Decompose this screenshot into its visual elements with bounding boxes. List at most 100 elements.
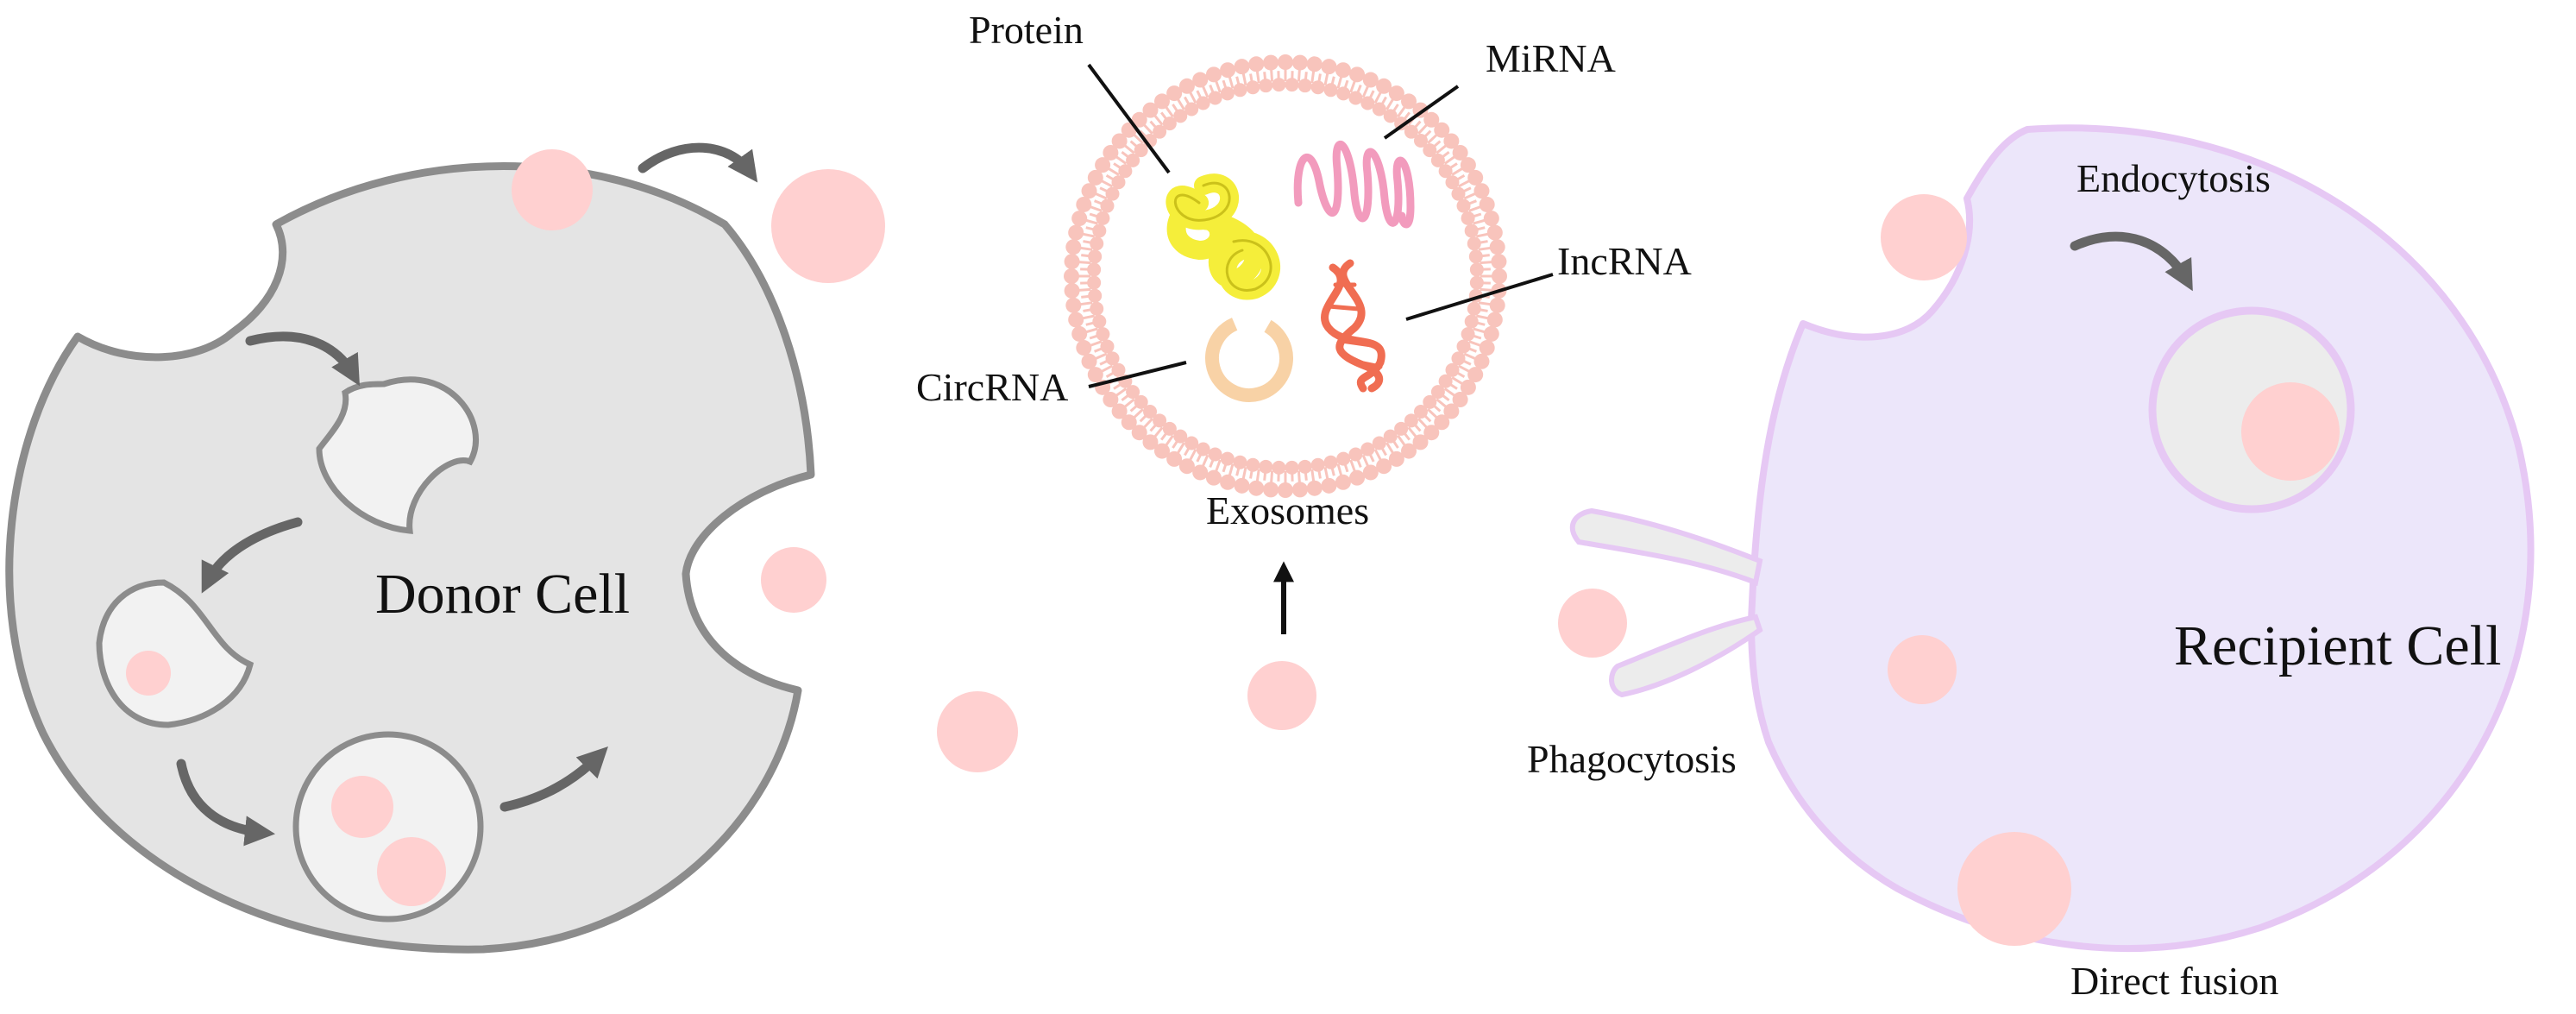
lipid-head-inner	[1197, 97, 1210, 110]
lipid-head-outer	[1220, 62, 1235, 78]
pseudopod-upper	[1573, 511, 1760, 583]
lipid-tail-outer	[1436, 146, 1446, 154]
lipid-head-inner	[1457, 339, 1471, 353]
lipid-tail-outer	[1459, 366, 1469, 371]
lipid-head-inner	[1451, 187, 1465, 201]
lipid-tail-inner	[1477, 323, 1485, 324]
lipid-tail-inner	[1415, 122, 1420, 128]
lipid-tail-outer	[1476, 316, 1488, 318]
lipid-tail-inner	[1184, 449, 1188, 456]
circrna-leader	[1089, 362, 1186, 387]
lipid-tail-outer	[1257, 71, 1259, 83]
lipid-tail-outer	[1480, 289, 1492, 290]
protein-label: Protein	[969, 8, 1084, 52]
lipid-tail-inner	[1345, 464, 1348, 472]
lipid-tail-outer	[1398, 107, 1404, 117]
lipid-tail-outer	[1083, 316, 1095, 318]
lipid-tail-inner	[1394, 104, 1398, 111]
lipid-tail-inner	[1210, 85, 1213, 92]
lipid-head-inner	[1360, 442, 1374, 456]
lncrna-icon	[1325, 263, 1382, 388]
lipid-tail-outer	[1351, 81, 1355, 92]
lipid-tail-outer	[1479, 303, 1491, 305]
lipid-tail-outer	[1459, 181, 1469, 186]
lipid-head-outer	[1206, 470, 1222, 486]
lipid-head-outer	[1082, 183, 1097, 198]
lipid-head-inner	[1285, 461, 1299, 475]
lipid-tail-outer	[1229, 464, 1233, 476]
lipid-tail-inner	[1161, 112, 1165, 118]
lipid-tail-inner	[1090, 336, 1097, 338]
lipid-tail-outer	[1386, 443, 1392, 453]
lipid-tail-outer	[1090, 207, 1102, 211]
exosomes-label: Exosomes	[1206, 488, 1369, 532]
lipid-head-inner	[1233, 456, 1247, 469]
lipid-tail-outer	[1363, 86, 1368, 98]
lipid-head-outer	[1349, 470, 1365, 486]
lipid-tail-inner	[1223, 80, 1226, 88]
lipid-head-inner	[1461, 327, 1475, 341]
lipid-tail-outer	[1312, 71, 1314, 83]
lipid-head-inner	[1461, 211, 1475, 225]
lipid-tail-outer	[1102, 366, 1112, 371]
lipid-head-inner	[1096, 327, 1109, 341]
lipid-tail-outer	[1476, 234, 1488, 236]
lipid-tail-outer	[1418, 125, 1427, 134]
lipid-tail-outer	[1216, 460, 1221, 471]
lipid-tail-outer	[1090, 342, 1102, 346]
recipient-cell-label: Recipient Cell	[2174, 614, 2501, 677]
lipid-head-inner	[1092, 224, 1106, 237]
lipid-head-outer	[1068, 312, 1084, 327]
lipid-tail-outer	[1134, 409, 1143, 418]
protein-icon	[1175, 183, 1271, 290]
lipid-tail-outer	[1125, 146, 1134, 154]
lipid-tail-outer	[1203, 86, 1208, 98]
lipid-tail-inner	[1095, 349, 1102, 351]
lipid-tail-outer	[1155, 116, 1163, 125]
lipid-head-outer	[1363, 464, 1379, 480]
lipid-tail-inner	[1131, 142, 1137, 147]
lipid-tail-outer	[1178, 99, 1184, 110]
lipid-tail-outer	[1452, 168, 1462, 174]
lipid-head-outer	[1065, 239, 1081, 255]
lipid-head-inner	[1259, 79, 1272, 92]
lipid-head-inner	[1096, 211, 1109, 225]
lipid-head-outer	[1088, 367, 1103, 382]
lipid-head-inner	[1087, 276, 1101, 290]
lipid-head-outer	[1480, 197, 1495, 212]
lipid-tail-inner	[1370, 455, 1373, 462]
lipid-tail-inner	[1450, 163, 1457, 167]
lipid-tail-inner	[1265, 72, 1266, 79]
lipid-head-inner	[1090, 236, 1103, 250]
lipid-tail-inner	[1090, 214, 1097, 217]
lipid-tail-inner	[1251, 471, 1253, 479]
lipid-tail-inner	[1482, 255, 1490, 256]
lipid-head-outer	[1321, 59, 1336, 74]
lipid-tail-inner	[1095, 201, 1102, 204]
lipid-tail-outer	[1469, 342, 1480, 346]
lipid-tail-inner	[1477, 228, 1485, 230]
lipid-head-outer	[1335, 62, 1351, 78]
lipid-head-inner	[1348, 91, 1362, 104]
lipid-tail-outer	[1338, 464, 1341, 476]
lipid-tail-outer	[1351, 460, 1355, 471]
lipid-tail-outer	[1116, 157, 1126, 164]
lipid-tail-inner	[1442, 395, 1448, 400]
lipid-head-outer	[1363, 72, 1379, 88]
lipid-tail-inner	[1081, 296, 1089, 297]
lipid-tail-outer	[1257, 469, 1259, 482]
lipid-tail-inner	[1394, 441, 1398, 448]
lipid-head-outer	[1484, 326, 1499, 342]
lipid-tail-outer	[1191, 450, 1196, 460]
phagocytosis-label: Phagocytosis	[1527, 737, 1737, 781]
lipid-tail-inner	[1083, 242, 1090, 243]
lipid-tail-inner	[1332, 77, 1334, 85]
lipid-tail-inner	[1265, 473, 1266, 481]
recipient-cell-body	[1751, 128, 2531, 948]
fusing-exosome	[1957, 832, 2071, 946]
lipid-tail-outer	[1409, 427, 1417, 437]
lipid-tail-outer	[1096, 354, 1107, 359]
lipid-tail-outer	[1428, 409, 1436, 418]
lipid-head-inner	[1311, 80, 1325, 94]
circrna-icon	[1198, 307, 1299, 408]
